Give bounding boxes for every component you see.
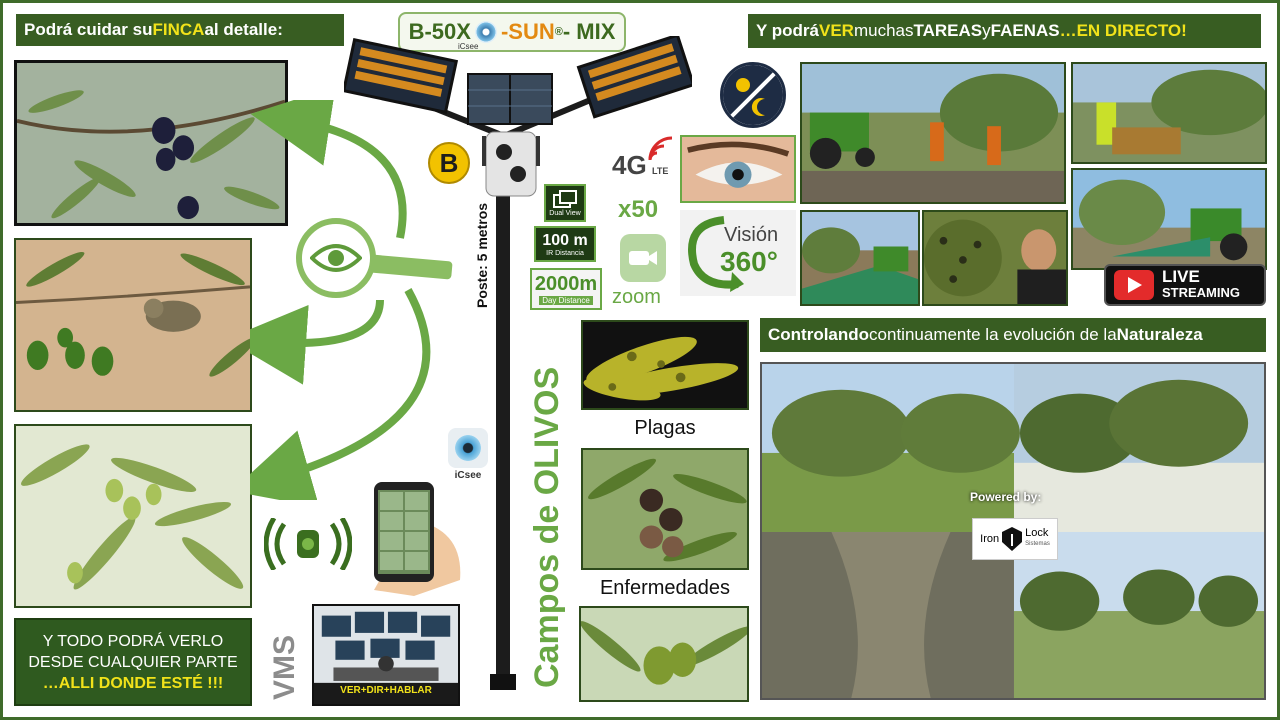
- network-lte-label: LTE: [652, 166, 669, 176]
- model-b-badge: B: [428, 142, 470, 184]
- header-right-text-3: y: [982, 21, 991, 40]
- product-title-icsee: iCsee: [458, 42, 479, 51]
- day-distance-badge: 2000m Day Distance: [530, 268, 602, 310]
- pole-height-label: Poste: 5 metros: [474, 202, 490, 308]
- icsee-app-label: iCsee: [454, 470, 482, 481]
- signal-wifi-icon: [648, 136, 673, 161]
- nature-banner-text: continuamente la evolución de la: [869, 325, 1117, 344]
- photo-green-olives-closeup: [579, 606, 749, 702]
- footer-line-1: Y TODO PODRÁ VERLO: [42, 632, 224, 650]
- zoom-factor-label: x50: [618, 196, 659, 223]
- header-left-banner: Podrá cuidar su FINCA al detalle:: [16, 14, 344, 46]
- nature-banner-bold-2: Naturaleza: [1116, 325, 1203, 344]
- dual-view-icon: [553, 189, 577, 208]
- shield-icon: [1002, 527, 1023, 551]
- vms-caption: VER+DIR+HABLAR: [340, 685, 432, 696]
- photo-worker-shaker: [1071, 62, 1267, 164]
- photo-green-olive-branch: [14, 424, 252, 608]
- phone-in-hand-image: [354, 480, 464, 596]
- diseases-caption: Enfermedades: [599, 577, 731, 599]
- powered-by-label: Powered by:: [970, 490, 1042, 504]
- photo-olive-branch-ripe: [14, 60, 288, 226]
- ironlock-brand-2: Lock: [1025, 527, 1049, 539]
- header-right-bold-1: TAREAS: [913, 21, 983, 40]
- ir-distance-value: 100 m: [542, 231, 588, 249]
- play-icon: [1114, 270, 1154, 300]
- rotation-arrow-icon: [688, 216, 744, 292]
- olive-grove-collage: [760, 362, 1266, 700]
- day-distance-label: Day Distance: [539, 296, 593, 305]
- header-right-banner: Y podrá VER muchas TAREAS y FAENAS …EN D…: [748, 14, 1261, 48]
- product-title-mix: - MIX: [562, 19, 616, 44]
- eye-closeup-image: [680, 135, 796, 203]
- nature-banner: Controlando continuamente la evolución d…: [760, 318, 1266, 352]
- arrows-graphic: [250, 100, 431, 500]
- ironlock-brand-1: Iron: [980, 533, 1000, 545]
- footer-line-2: DESDE CUALQUIER PARTE: [28, 653, 238, 671]
- pests-caption: Plagas: [634, 417, 696, 439]
- olive-fields-vertical-title: Campos de OLIVOS: [528, 366, 566, 688]
- icsee-app-icon: [448, 428, 488, 468]
- network-4g-badge: 4G LTE: [612, 136, 674, 186]
- vision-label: Visión: [724, 224, 779, 246]
- solar-street-camera-image: [344, 36, 692, 690]
- day-distance-value: 2000m: [534, 273, 598, 295]
- ir-distance-badge: 100 m IR Distancia: [534, 226, 596, 262]
- product-title: B-50X -SUN®- MIX: [398, 12, 626, 52]
- header-right-highlight-1: VER: [818, 21, 854, 40]
- photo-worker-olives: [922, 210, 1068, 306]
- photo-pests-leaves: [581, 320, 749, 410]
- dual-view-badge: Dual View: [544, 184, 586, 222]
- photo-bird-on-olive-branch: [14, 238, 252, 412]
- photo-diseased-olives: [581, 448, 749, 570]
- day-night-icon: [720, 62, 786, 128]
- header-right-highlight-2: …EN DIRECTO!: [1059, 21, 1187, 40]
- footer-line-3: …ALLI DONDE ESTÉ !!!: [42, 674, 224, 692]
- wireless-signal-icon: [263, 516, 353, 572]
- product-title-model: B-50X: [408, 19, 471, 44]
- header-right-bold-2: FAENAS: [990, 21, 1060, 40]
- photo-net-collection: [800, 210, 920, 306]
- live-label: LIVE: [1162, 267, 1200, 286]
- header-right-text-1: Y podrá: [756, 21, 819, 40]
- network-4g-label: 4G: [612, 150, 647, 180]
- product-title-registered: ®: [554, 26, 563, 38]
- header-left-text: Podrá cuidar su: [24, 20, 153, 39]
- streaming-label: STREAMING: [1162, 285, 1240, 300]
- footer-message-box: Y TODO PODRÁ VERLO DESDE CUALQUIER PARTE…: [14, 618, 252, 706]
- product-title-sun: -SUN: [500, 19, 555, 44]
- dual-view-label: Dual View: [549, 209, 581, 217]
- vms-control-room-image: [312, 604, 460, 706]
- zoom-camera-icon: [620, 234, 666, 282]
- icsee-logo-icon: [474, 21, 497, 43]
- ir-distance-label: IR Distancia: [546, 249, 584, 257]
- vision-360-badge: Visión 360°: [680, 210, 796, 296]
- nature-banner-bold-1: Controlando: [768, 325, 870, 344]
- zoom-label: zoom: [612, 286, 661, 308]
- ironlock-brand-sub: Sistemas: [1025, 541, 1050, 547]
- photo-tractor-harvest: [800, 62, 1066, 204]
- header-left-highlight: FINCA: [152, 20, 205, 39]
- vision-360-value: 360°: [720, 246, 778, 277]
- ironlock-logo: Iron Lock Sistemas: [972, 518, 1058, 560]
- photo-green-tractor: [1071, 168, 1267, 270]
- live-streaming-badge: LIVE STREAMING: [1104, 264, 1266, 306]
- header-left-text-end: al detalle:: [204, 20, 283, 39]
- vms-label: VMS: [268, 634, 301, 700]
- header-right-text-2: muchas: [853, 21, 914, 40]
